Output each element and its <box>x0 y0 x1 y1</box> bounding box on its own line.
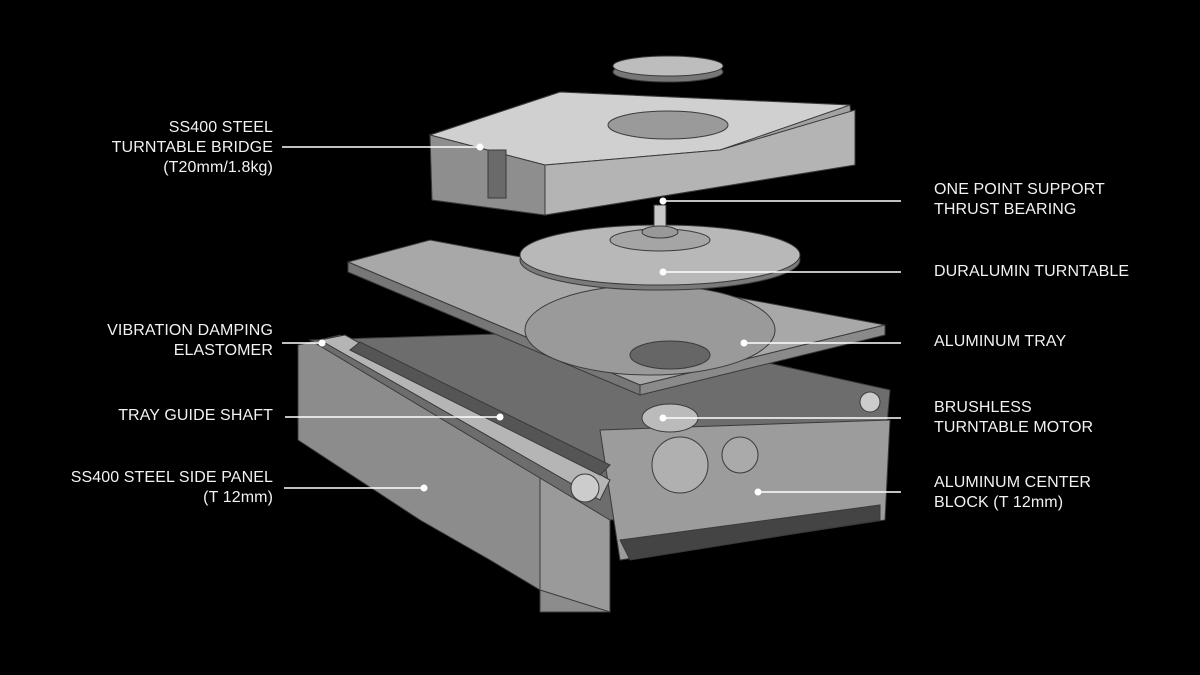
label-tray-guide-shaft: TRAY GUIDE SHAFT <box>118 406 273 426</box>
top-cap <box>612 55 724 83</box>
label-line: ALUMINUM TRAY <box>934 333 1067 350</box>
label-line: TURNTABLE MOTOR <box>934 419 1094 436</box>
label-line: DURALUMIN TURNTABLE <box>934 263 1130 280</box>
label-line: BLOCK (T 12mm) <box>934 494 1064 511</box>
label-line: VIBRATION DAMPING <box>107 322 273 339</box>
label-aluminum-tray: ALUMINUM TRAY <box>934 332 1066 352</box>
label-line: BRUSHLESS <box>934 399 1032 416</box>
label-vibration-damping: VIBRATION DAMPING ELASTOMER <box>107 321 273 361</box>
label-line: SS400 STEEL <box>168 119 273 136</box>
label-line: ALUMINUM CENTER <box>934 474 1092 491</box>
duralumin-turntable <box>519 204 801 291</box>
label-line: ELASTOMER <box>173 342 273 359</box>
label-line: TURNTABLE BRIDGE <box>111 139 273 156</box>
label-turntable-motor: BRUSHLESS TURNTABLE MOTOR <box>934 398 1093 438</box>
label-side-panel: SS400 STEEL SIDE PANEL (T 12mm) <box>71 468 273 508</box>
label-line: THRUST BEARING <box>934 201 1077 218</box>
label-center-block: ALUMINUM CENTER BLOCK (T 12mm) <box>934 473 1091 513</box>
label-turntable-bridge: SS400 STEEL TURNTABLE BRIDGE (T20mm/1.8k… <box>112 118 273 178</box>
label-duralumin-turntable: DURALUMIN TURNTABLE <box>934 262 1129 282</box>
label-thrust-bearing: ONE POINT SUPPORT THRUST BEARING <box>934 180 1105 220</box>
label-line: (T 12mm) <box>203 489 273 506</box>
label-line: TRAY GUIDE SHAFT <box>118 407 273 424</box>
label-line: SS400 STEEL SIDE PANEL <box>70 469 273 486</box>
turntable-bridge <box>428 91 856 216</box>
label-line: (T20mm/1.8kg) <box>163 159 273 176</box>
label-line: ONE POINT SUPPORT <box>934 181 1105 198</box>
